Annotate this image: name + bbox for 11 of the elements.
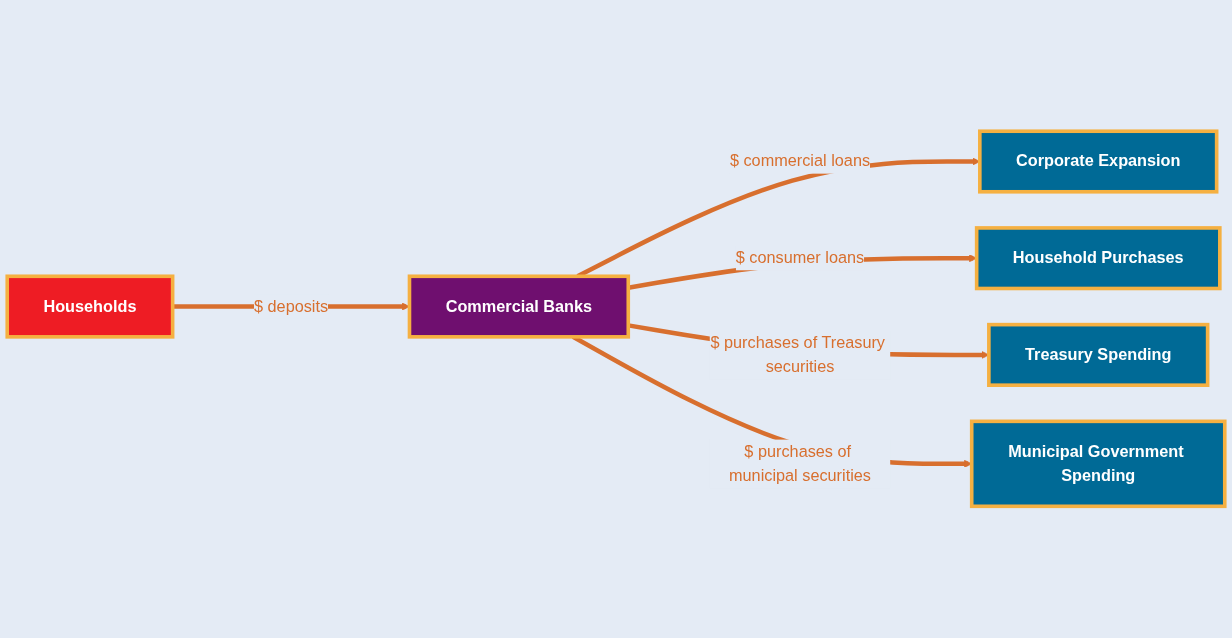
edge-label: $ purchases of municipal securities (729, 442, 871, 485)
node-box: Households (5, 274, 175, 339)
node-box: Corporate Expansion (978, 129, 1219, 194)
node-box: Household Purchases (974, 226, 1222, 291)
edge-label: $ consumer loans (735, 248, 865, 268)
node-box: Treasury Spending (987, 323, 1210, 388)
edge-label: $ commercial loans (729, 152, 871, 171)
node-box: Commercial Banks (407, 274, 631, 339)
node-box: Municipal Government Spending (969, 419, 1227, 509)
edge-label: $ deposits (253, 297, 329, 316)
edge-label: $ purchases of Treasury securities (710, 333, 885, 376)
